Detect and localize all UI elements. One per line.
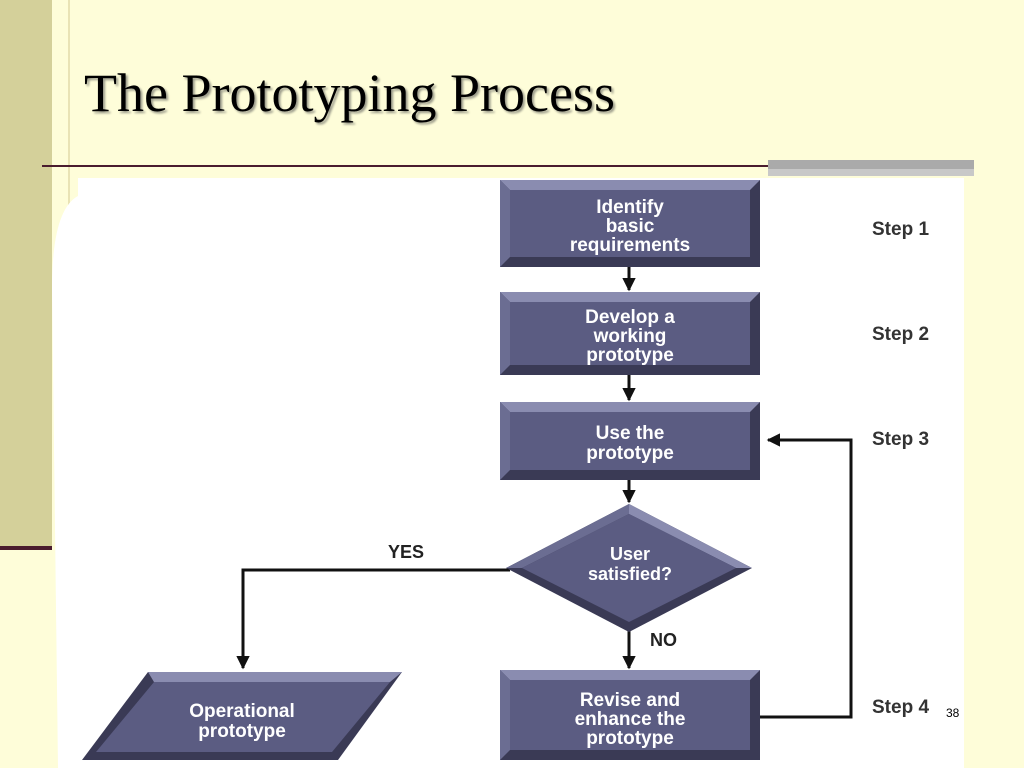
edge-label-yes: YES — [388, 542, 424, 562]
title-rule-accent — [768, 160, 974, 176]
title-rule — [42, 165, 974, 167]
step-label-1: Step 1 — [872, 219, 929, 240]
arrow-revise-loop-to-use — [760, 433, 853, 719]
sidebar-band — [0, 0, 52, 548]
page-number: 38 — [946, 706, 960, 720]
sidebar-accent — [0, 546, 52, 550]
step-label-4: Step 4 — [872, 697, 929, 718]
step-label-2: Step 2 — [872, 324, 929, 345]
arrow-yes-to-operational — [236, 568, 510, 670]
step-label-3: Step 3 — [872, 429, 929, 450]
edge-label-no: NO — [650, 630, 677, 650]
slide-title: The Prototyping Process — [84, 63, 615, 123]
